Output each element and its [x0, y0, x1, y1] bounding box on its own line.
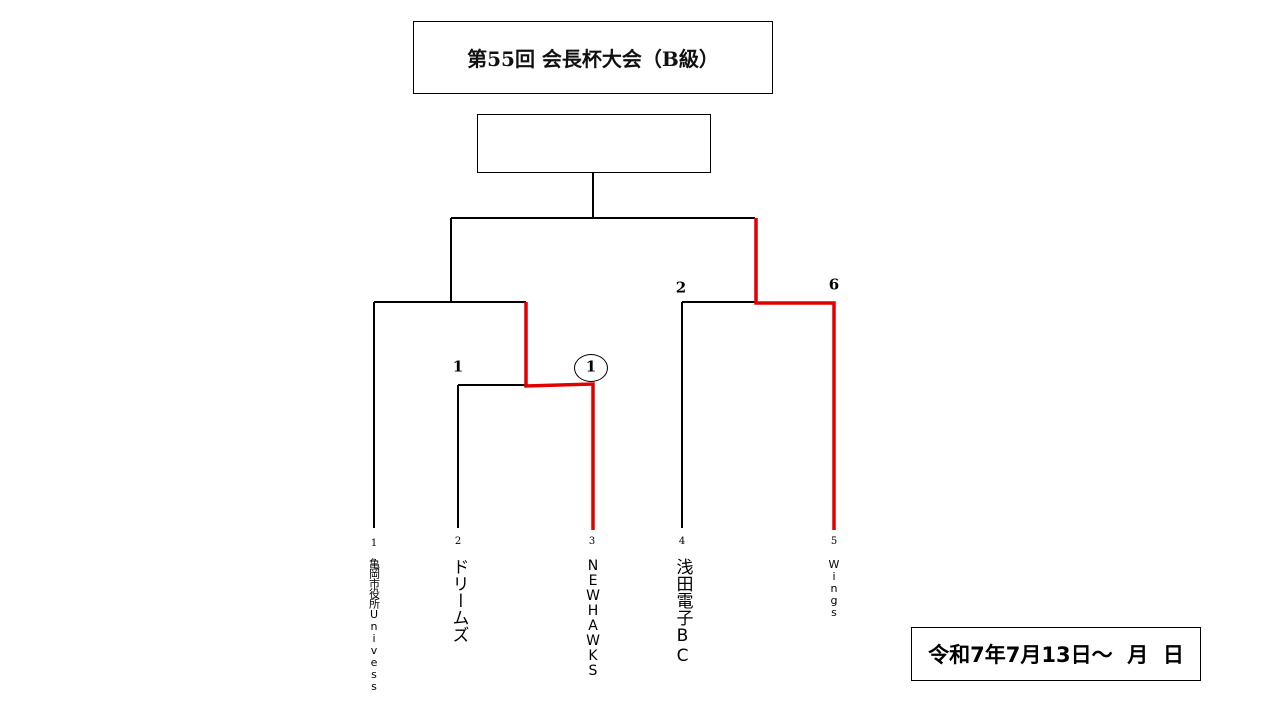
team-name-1: 亀岡市役所Univess	[367, 558, 381, 692]
score-semi-left: 2	[675, 278, 687, 297]
score-first-right: 1	[585, 357, 597, 376]
champion-box	[477, 114, 711, 173]
score-semi-right: 6	[828, 275, 840, 294]
wings-winner-path	[754, 218, 836, 530]
team-name-5: Wings	[827, 558, 841, 618]
seed-1: 1	[370, 538, 378, 549]
newhawks-winner-path	[524, 302, 595, 530]
seed-3: 3	[588, 536, 596, 547]
seed-2: 2	[454, 536, 462, 547]
winner-score-circle	[574, 354, 608, 382]
tournament-title: 第55回 会長杯大会（B級）	[413, 21, 773, 94]
seed-4: 4	[678, 536, 686, 547]
team-name-3: NEWHAWKS	[585, 558, 601, 678]
team-name-2: ドリームズ	[448, 558, 469, 643]
team-name-4: 浅田電子BC	[672, 558, 693, 666]
seed-5: 5	[830, 536, 838, 547]
score-first-left: 1	[452, 357, 464, 376]
tournament-date: 令和7年7月13日～ 月 日	[911, 627, 1201, 681]
